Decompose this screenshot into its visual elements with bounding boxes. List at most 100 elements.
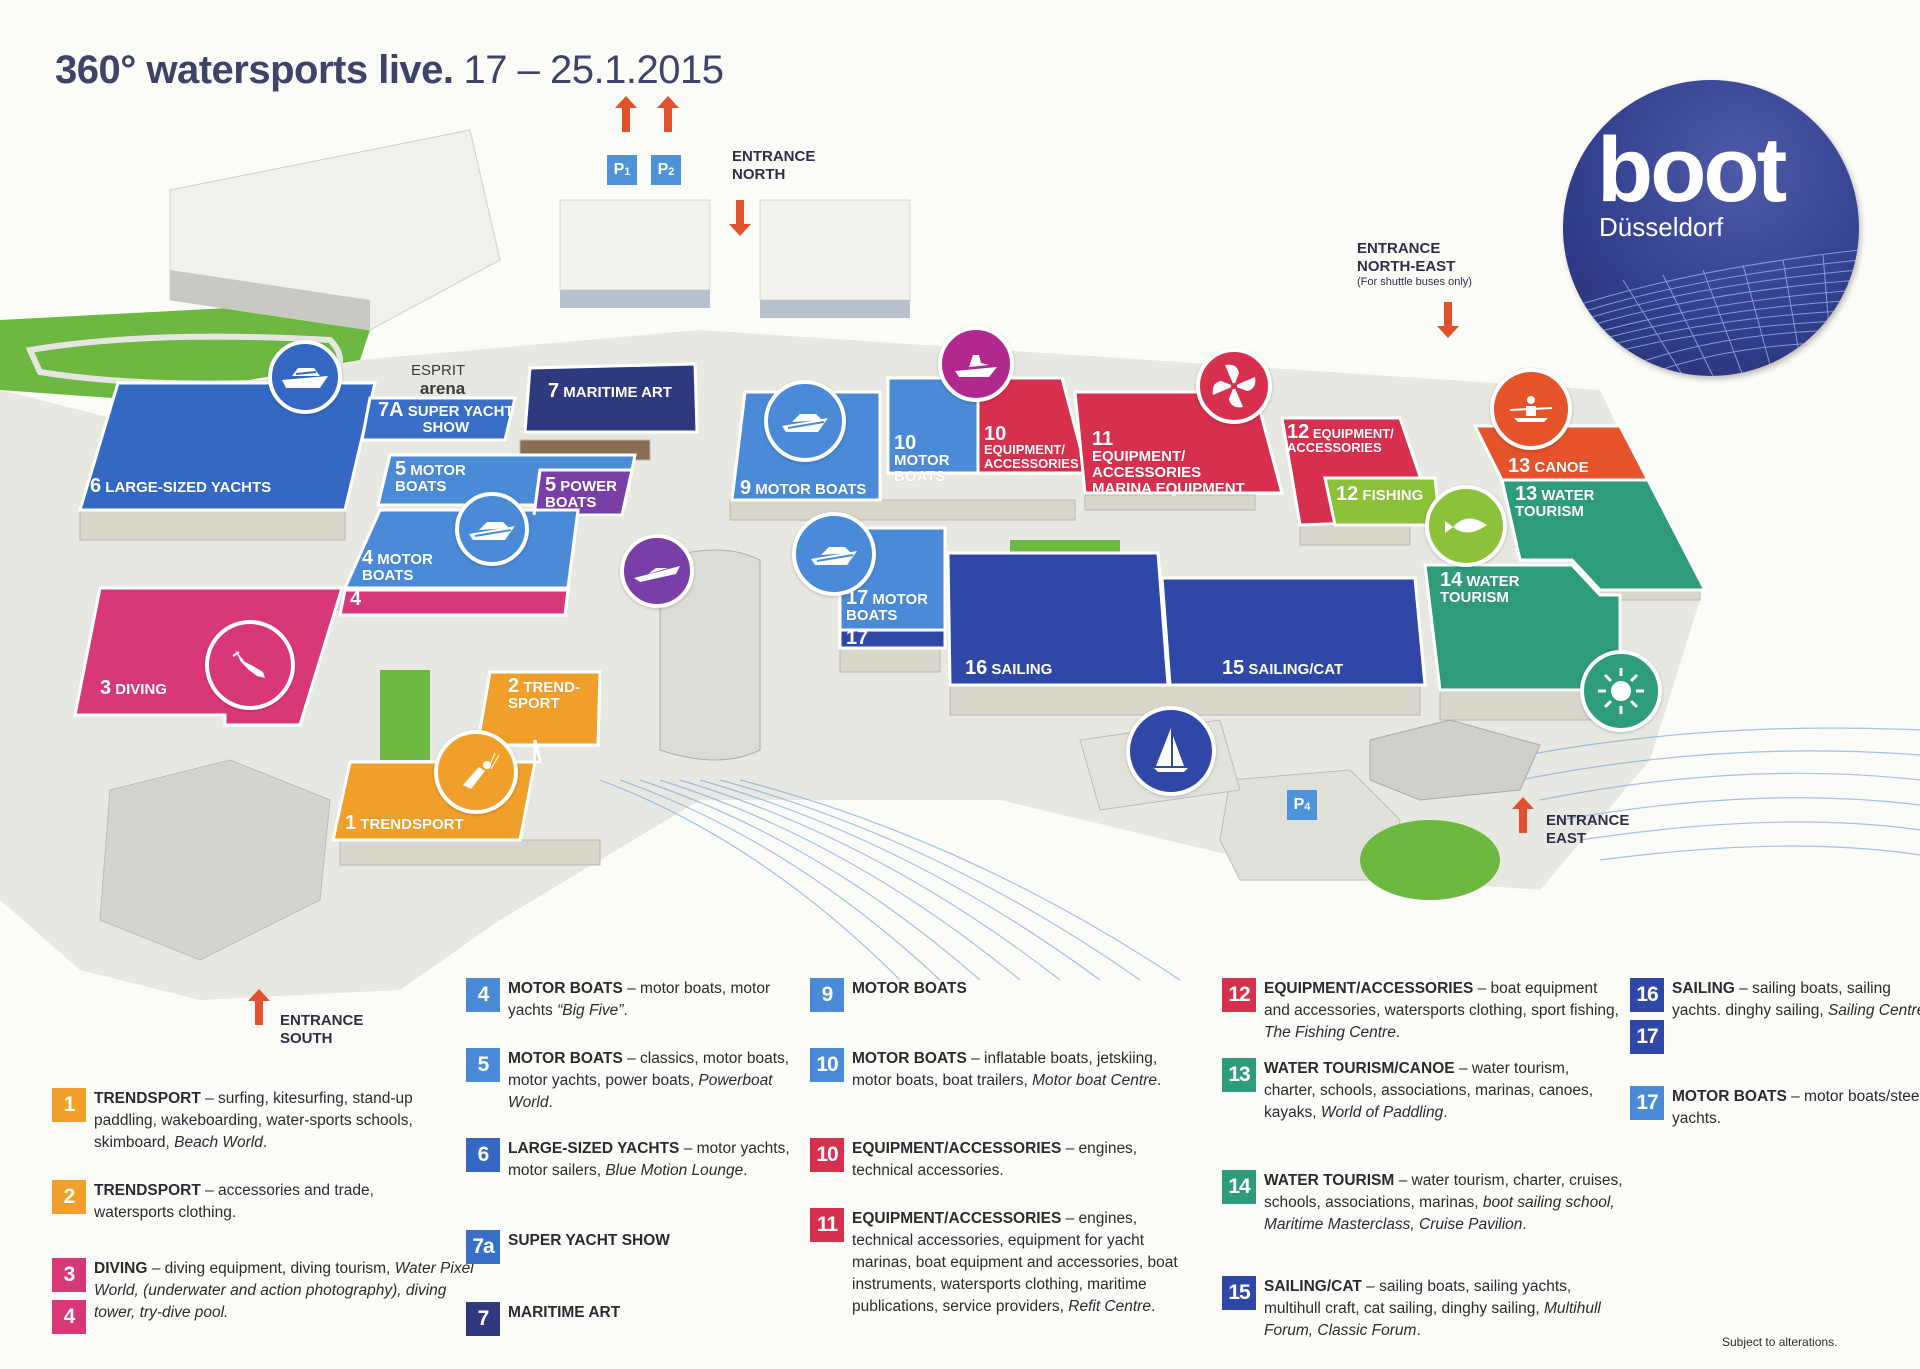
hall-number-badge: 12 [1222,978,1256,1012]
legend-badges: 17 [1630,1086,1664,1120]
legend-italic-text: Multihull Forum, Classic Forum [1264,1300,1601,1339]
legend-title: EQUIPMENT/ACCESSORIES [852,1210,1062,1227]
legend-tail: . [1150,1298,1156,1315]
hall-16-roof[interactable] [946,551,1170,687]
hall-7a-roof[interactable] [360,396,517,442]
hall-11-label: 11 EQUIPMENT/ ACCESSORIES MARINA EQUIPME… [1092,428,1245,497]
legend-tail: . [1157,1072,1162,1089]
legend-badges: 7a [466,1230,500,1264]
legend-description: MOTOR BOATS [852,978,1192,1000]
jetski-icon [938,326,1014,402]
canoe-icon [1490,368,1572,450]
entrance-east-label: ENTRANCE EAST [1546,812,1630,847]
legend-description: MOTOR BOATS – inflatable boats, jetskiin… [852,1048,1192,1092]
legend-tail: . [1395,1024,1401,1041]
legend-title: EQUIPMENT/ACCESSORIES [1264,980,1474,997]
legend-title: EQUIPMENT/ACCESSORIES [852,1140,1062,1157]
hall-9-label: 9 MOTOR BOATS [740,477,867,499]
hall-17-sailing-roof[interactable] [838,628,947,650]
hall-6-label: 6 LARGE-SIZED YACHTS [90,475,272,497]
kitesurfer-icon [434,730,518,814]
logo-wordmark: boot [1597,119,1787,221]
legend-text: – engines, technical accessories, equipm… [852,1210,1178,1315]
legend-title: WATER TOURISM/CANOE [1264,1060,1455,1077]
disclaimer-note: Subject to alterations. [1722,1335,1838,1349]
legend-italic-text: The Fishing Centre [1264,1024,1396,1041]
legend-tail: . [548,1094,553,1111]
hall-number-badge: 9 [810,978,844,1012]
hall-number-badge: 13 [1222,1058,1256,1092]
legend-badges: 13 [1222,1058,1256,1092]
hall-14-roof[interactable] [1423,563,1622,692]
hall-10-equipment-label: 10 EQUIPMENT/ ACCESSORIES [984,423,1079,471]
legend-badges: 6 [466,1138,500,1172]
legend-description: EQUIPMENT/ACCESSORIES – engines, technic… [852,1208,1192,1318]
fish-icon [1425,485,1507,567]
hall-number-badge: 17 [1630,1086,1664,1120]
legend-italic-text: “Big Five” [557,1002,624,1019]
hall-13-label: 13 WATER TOURISM [1515,483,1595,520]
legend-title: MOTOR BOATS [852,980,967,997]
hall-13-canoe-label: 13 CANOE [1508,455,1589,477]
legend-item: 13 WATER TOURISM/CANOE – water tourism, c… [1222,1058,1624,1124]
legend-tail: . [1443,1104,1448,1121]
legend-description: MOTOR BOATS – motor boats, motor yachts … [508,978,808,1022]
river-water [599,727,1920,981]
hall-number-badge: 10 [810,1048,844,1082]
legend-text: – accessories and trade, watersports clo… [94,1182,374,1221]
sailboat-icon [1126,706,1216,796]
hall-15-roof[interactable] [1160,576,1427,687]
legend-description: SUPER YACHT SHOW [508,1230,808,1252]
hall-4-diving-roof[interactable] [338,588,570,617]
legend-description: TRENDSPORT – accessories and trade, wate… [94,1180,434,1224]
hall-7-roof[interactable] [523,362,699,434]
hall-number-badge: 2 [52,1180,86,1214]
hall-17-label: 17 MOTOR BOATS [846,587,928,624]
page-title: 360° watersports live.17 – 25.1.2015 [55,48,724,93]
legend-title: MOTOR BOATS [1672,1088,1787,1105]
legend-item: 7a SUPER YACHT SHOW [466,1230,808,1264]
legend-description: WATER TOURISM – water tourism, charter, … [1264,1170,1624,1236]
hall-12-label: 12 EQUIPMENT/ ACCESSORIES [1287,421,1394,455]
hall-number-badge: 6 [466,1138,500,1172]
hall-2-roof[interactable] [476,670,602,747]
legend-description: EQUIPMENT/ACCESSORIES – boat equipment a… [1264,978,1624,1044]
arrow-up-entrance-south [248,989,270,1025]
arrow-down-entrance-north-east [1437,302,1459,338]
legend-italic-text: Blue Motion Lounge [605,1162,744,1179]
legend-description: MOTOR BOATS – motor boats/steel yachts. [1672,1086,1920,1130]
legend-title: TRENDSPORT [94,1182,201,1199]
legend-badges: 4 [466,978,500,1012]
legend-description: MARITIME ART [508,1302,808,1324]
hall-7-label: 7 MARITIME ART [548,380,672,402]
legend-badges: 1 [52,1088,86,1122]
legend-title: MOTOR BOATS [508,1050,623,1067]
motorboat-icon [455,492,529,566]
office-tower [659,549,761,761]
hall-14-label: 14 WATER TOURISM [1440,569,1520,606]
legend-title: SUPER YACHT SHOW [508,1232,670,1249]
legend-description: MOTOR BOATS – classics, motor boats, mot… [508,1048,808,1114]
hall-number-badge: 4 [52,1300,86,1334]
entrance-north-label: ENTRANCE NORTH [732,148,816,183]
legend-italic-text: Powerboat World [508,1072,773,1111]
hall-number-badge: 17 [1630,1020,1664,1054]
legend-title: MOTOR BOATS [852,1050,967,1067]
hall-1-label: 1 TRENDSPORT [345,812,464,834]
legend-text: – water tourism, charter, schools, assoc… [1264,1060,1594,1121]
legend-badges: 11 [810,1208,844,1242]
arrow-down-entrance-north [729,200,751,236]
legend-badges: 12 [1222,978,1256,1012]
hall-7a-label: 7a SUPER YACHT SHOW [378,399,514,436]
